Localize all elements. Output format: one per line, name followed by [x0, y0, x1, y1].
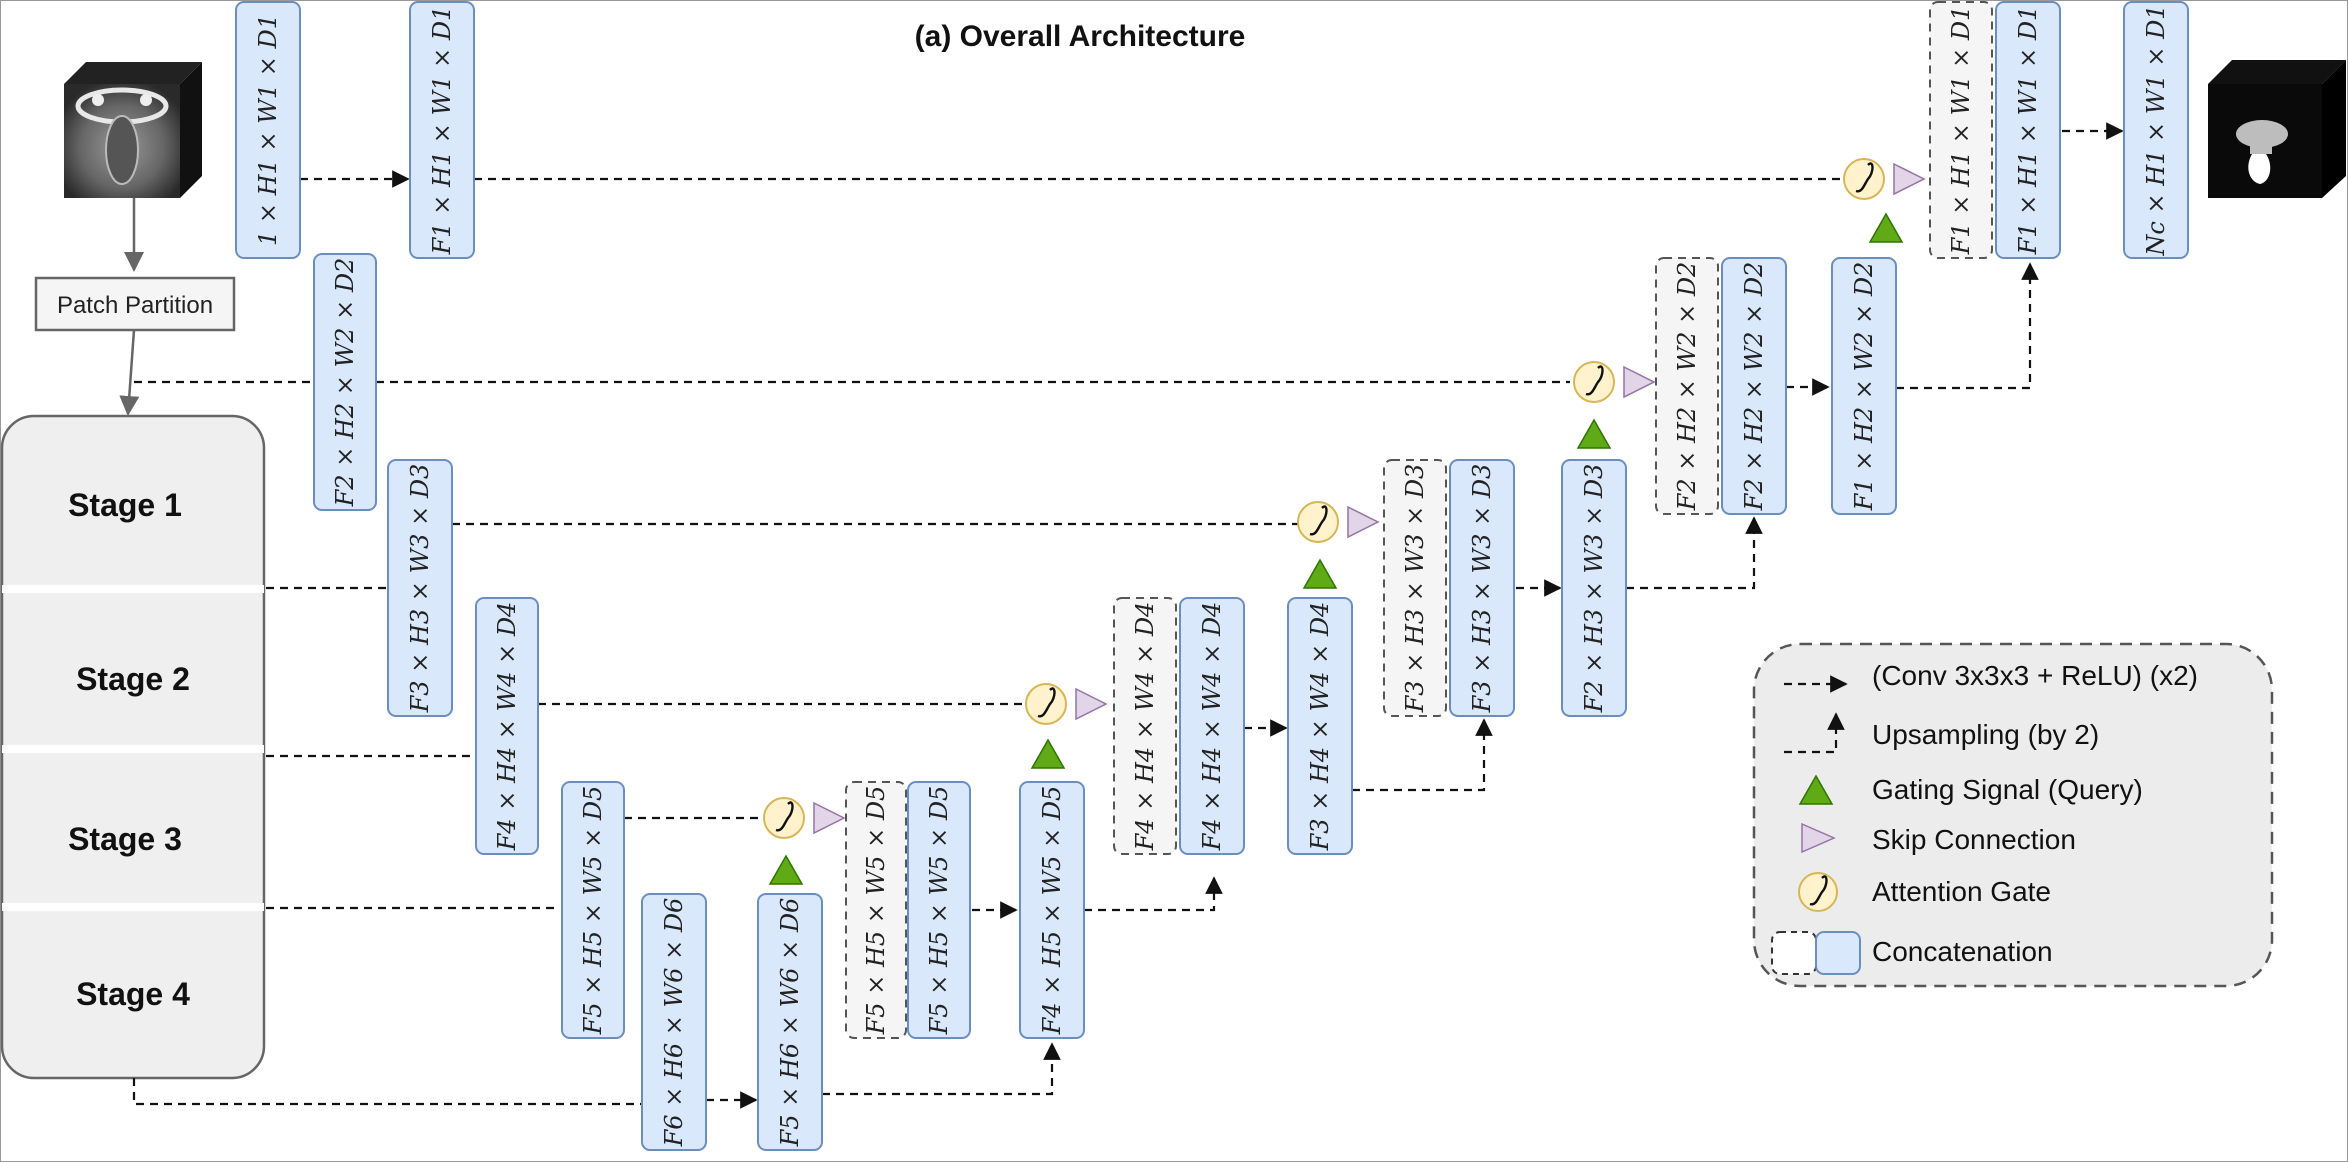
feature-map-label: F1 × H1 × W1 × D1	[1947, 6, 1975, 256]
feature-map-label: F4 × H4 × W4 × D4	[493, 602, 521, 852]
patch-partition-label: Patch Partition	[57, 292, 213, 319]
feature-map-label: F2 × H2 × W2 × D2	[1673, 262, 1701, 512]
feature-map-enc-s3: F4 × H4 × W4 × D4	[476, 598, 538, 854]
feature-map-label: F4 × H5 × W5 × D5	[1038, 786, 1066, 1036]
attention-gate-2	[1574, 362, 1654, 448]
feature-map-label: F3 × H4 × W4 × D4	[1306, 602, 1334, 852]
feature-map-label: F5 × H5 × W5 × D5	[925, 786, 953, 1036]
feature-map-enc-s4: F5 × H5 × W5 × D5	[562, 782, 624, 1038]
feature-map-dec1-up: F1 × H1 × W1 × D1	[1996, 2, 2060, 258]
skip-connection-triangle-icon	[1894, 164, 1924, 194]
attention-gate-4	[1026, 684, 1106, 768]
attention-gate-icon	[764, 798, 804, 838]
attention-gate-icon	[1844, 159, 1884, 199]
feature-map-dec2-up: F2 × H2 × W2 × D2	[1722, 258, 1786, 514]
feature-map-label: F4 × H4 × W4 × D4	[1198, 602, 1226, 852]
legend-attention-gate-icon	[1799, 873, 1837, 911]
legend-upsampling-label: Upsampling (by 2)	[1872, 719, 2099, 750]
feature-map-bottleneck: F6 × H6 × W6 × D6	[642, 894, 706, 1150]
feature-map-label: F1 × H1 × W1 × D1	[2014, 6, 2042, 256]
attention-gate-3	[1298, 502, 1378, 588]
feature-map-label: 1 × H1 × W1 × D1	[254, 14, 282, 246]
stage-4-label: Stage 4	[76, 976, 190, 1012]
up-arrow-4	[1084, 878, 1214, 910]
feature-map-label: F4 × H4 × W4 × D4	[1131, 602, 1159, 852]
feature-map-label: F3 × H3 × W3 × D3	[406, 464, 434, 714]
legend-conv-label: (Conv 3x3x3 + ReLU) (x2)	[1872, 660, 2198, 691]
feature-map-label: F1 × H1 × W1 × D1	[428, 6, 456, 256]
gating-triangle-icon	[1304, 560, 1336, 588]
segmentation-mask-volume-icon	[2208, 60, 2346, 198]
stage-3-label: Stage 3	[68, 821, 182, 857]
feature-map-label: F1 × H2 × W2 × D2	[1850, 262, 1878, 512]
gating-triangle-icon	[1032, 740, 1064, 768]
skip-connection-triangle-icon	[1624, 367, 1654, 397]
patch-partition-box: Patch Partition	[36, 278, 234, 330]
feature-map-dec5-skip: F5 × H5 × W5 × D5	[846, 782, 906, 1038]
feature-map-output: Nc × H1 × W1 × D1	[2124, 2, 2188, 258]
feature-map-label: F5 × H5 × W5 × D5	[862, 786, 890, 1036]
attention-gate-icon	[1298, 502, 1338, 542]
feature-map-dec1-skip: F1 × H1 × W1 × D1	[1930, 2, 1992, 258]
legend-skip-label: Skip Connection	[1872, 824, 2076, 855]
diagram-title: (a) Overall Architecture	[915, 20, 1246, 53]
link-stage4	[134, 1078, 642, 1104]
gating-triangle-icon	[770, 856, 802, 884]
stage-2-label: Stage 2	[76, 661, 190, 697]
feature-map-label: F3 × H3 × W3 × D3	[1468, 464, 1496, 714]
attention-gate-5	[764, 798, 844, 884]
feature-map-embed: F1 × H1 × W1 × D1	[410, 2, 474, 258]
feature-map-label: F2 × H2 × W2 × D2	[331, 258, 359, 508]
feature-map-dec4-conv: F3 × H4 × W4 × D4	[1288, 598, 1352, 854]
feature-map-input: 1 × H1 × W1 × D1	[236, 2, 300, 258]
stage-1-label: Stage 1	[68, 487, 182, 523]
legend: (Conv 3x3x3 + ReLU) (x2) Upsampling (by …	[1754, 644, 2272, 986]
feature-map-label: F5 × H5 × W5 × D5	[579, 786, 607, 1036]
stage-stack: Stage 1 Stage 2 Stage 3 Stage 4	[2, 416, 264, 1078]
legend-concat-block-icon	[1816, 932, 1860, 974]
attention-gate-icon	[1574, 362, 1614, 402]
feature-map-label: Nc × H1 × W1 × D1	[2142, 4, 2170, 256]
feature-map-dec2-conv: F1 × H2 × W2 × D2	[1832, 258, 1896, 514]
legend-attention-label: Attention Gate	[1872, 876, 2051, 907]
up-arrow-3	[1352, 720, 1484, 790]
feature-map-dec4-up: F4 × H4 × W4 × D4	[1180, 598, 1244, 854]
feature-map-dec3-skip: F3 × H3 × W3 × D3	[1384, 460, 1446, 716]
gating-triangle-icon	[1870, 214, 1902, 242]
up-arrow-5	[822, 1044, 1052, 1094]
ct-scan-volume-icon	[64, 62, 202, 198]
feature-map-dec4-skip: F4 × H4 × W4 × D4	[1114, 598, 1176, 854]
feature-map-dec3-up: F3 × H3 × W3 × D3	[1450, 460, 1514, 716]
up-arrow-1	[1896, 264, 2030, 388]
skip-connection-triangle-icon	[814, 803, 844, 833]
attention-gate-1	[1844, 159, 1924, 242]
feature-map-dec2-skip: F2 × H2 × W2 × D2	[1656, 258, 1718, 514]
feature-map-dec5-up2: F5 × H5 × W5 × D5	[908, 782, 970, 1038]
legend-gating-label: Gating Signal (Query)	[1872, 774, 2143, 805]
legend-concat-dashed-icon	[1772, 932, 1816, 974]
feature-map-label: F3 × H3 × W3 × D3	[1401, 464, 1429, 714]
feature-map-dec5-up: F5 × H6 × W6 × D6	[758, 894, 822, 1150]
feature-map-label: F2 × H2 × W2 × D2	[1740, 262, 1768, 512]
arrow-patch-to-stages	[128, 330, 134, 414]
feature-map-dec3-conv: F2 × H3 × W3 × D3	[1562, 460, 1626, 716]
skip-connection-triangle-icon	[1348, 507, 1378, 537]
feature-map-dec5-conv: F4 × H5 × W5 × D5	[1020, 782, 1084, 1038]
gating-triangle-icon	[1578, 420, 1610, 448]
up-arrow-2	[1626, 518, 1754, 588]
skip-connection-triangle-icon	[1076, 689, 1106, 719]
feature-map-enc-s2: F3 × H3 × W3 × D3	[388, 460, 452, 716]
feature-map-label: F6 × H6 × W6 × D6	[660, 898, 688, 1148]
feature-map-label: F2 × H3 × W3 × D3	[1580, 464, 1608, 714]
attention-gate-icon	[1026, 684, 1066, 724]
feature-map-label: F5 × H6 × W6 × D6	[776, 898, 804, 1148]
feature-map-enc-s1: F2 × H2 × W2 × D2	[314, 254, 376, 510]
legend-concat-label: Concatenation	[1872, 936, 2053, 967]
